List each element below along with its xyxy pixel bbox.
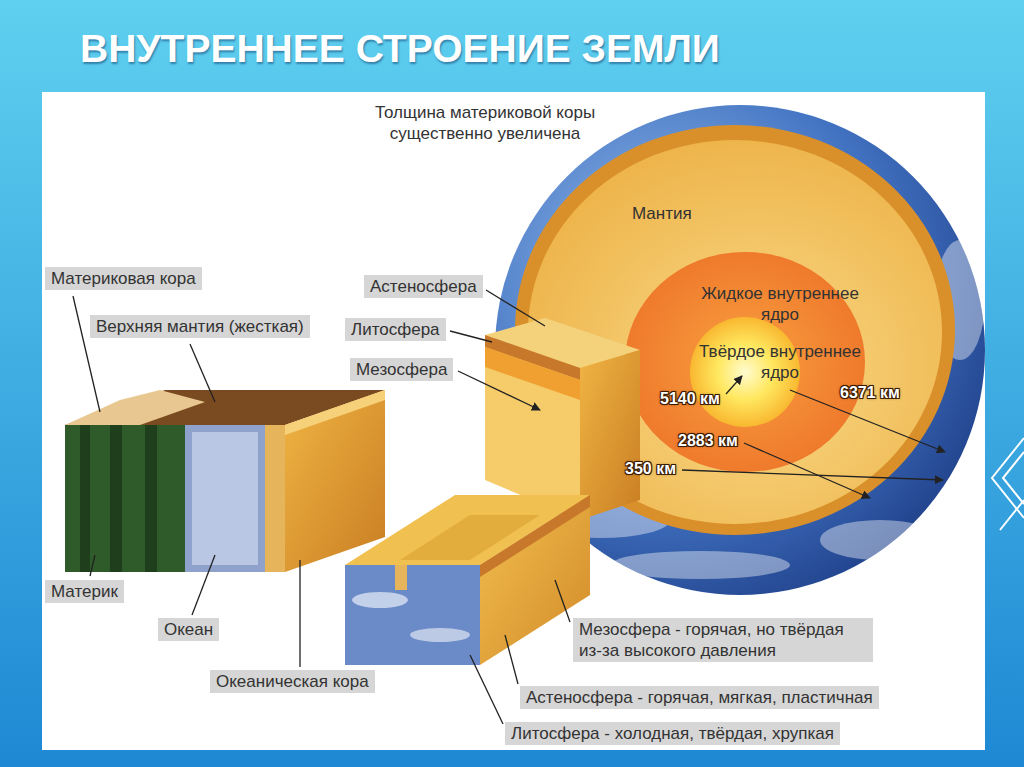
continent-face (65, 425, 185, 572)
dimension-label: 6371 км (840, 382, 900, 403)
block-side (285, 390, 385, 572)
leader-line (505, 635, 518, 684)
leader-line (299, 560, 300, 667)
part-label: Верхняя мантия (жесткая) (90, 315, 310, 338)
side-band (285, 390, 385, 435)
layer-label: Жидкое внутреннее ядро (690, 283, 870, 325)
dimension-label: 2883 км (678, 430, 738, 451)
part-label: Астеносфера (364, 275, 483, 298)
layer-notch (485, 318, 640, 520)
decor-line (1003, 452, 1024, 504)
dimension-arrow (726, 376, 742, 394)
leader-arrow (458, 371, 540, 410)
description-label: Астеносфера - горячая, мягкая, пластична… (520, 686, 879, 709)
slide-title: ВНУТРЕННЕЕ СТРОЕНИЕ ЗЕМЛИ (80, 26, 720, 72)
cut-face (515, 125, 955, 535)
cloud (820, 520, 940, 560)
ocean-face (345, 565, 480, 665)
leader-line (555, 580, 570, 622)
description-label: Литосфера - холодная, твёрдая, хрупкая (505, 722, 840, 745)
white-panel (42, 92, 985, 750)
asthenosphere-band (485, 347, 580, 400)
leader-line (486, 290, 545, 326)
ocean-face (185, 425, 265, 572)
part-label: Материк (45, 580, 124, 603)
description-label: Мезосфера - горячая, но твёрдая из-за вы… (573, 618, 873, 662)
leader-line (190, 344, 215, 402)
oceanic-block (345, 495, 590, 665)
part-label: Литосфера (345, 318, 446, 341)
note-text: Толщина материковой коры существенно уве… (335, 102, 635, 144)
notch-side (580, 350, 640, 520)
leader-line (450, 331, 492, 342)
part-label: Материковая кора (45, 267, 202, 290)
corner-decoration (992, 438, 1024, 530)
side-band (480, 495, 590, 577)
rock-stripe (80, 425, 90, 572)
cloud (610, 551, 790, 579)
ocean-glass (192, 432, 258, 565)
crust-layer (515, 125, 955, 535)
mantle-layer (528, 140, 942, 524)
continental-block (65, 390, 385, 572)
dimension-arrow (682, 470, 943, 480)
dimension-arrow (744, 443, 870, 498)
layer-label: Мантия (632, 203, 692, 224)
crust-top (65, 390, 205, 425)
ridge-notch (395, 565, 407, 590)
leader-line (73, 296, 100, 412)
leader-line (470, 655, 503, 724)
dimension-label: 5140 км (660, 388, 720, 409)
rock-stripe (145, 425, 157, 572)
oceanic-crust-face (265, 425, 285, 572)
dimension-label: 350 км (625, 458, 676, 479)
layer-label: Твёрдое внутреннее ядро (690, 341, 870, 383)
notch-front (485, 335, 580, 520)
part-label: Мезосфера (350, 358, 453, 381)
rock-stripe (110, 425, 122, 572)
decor-line (1000, 500, 1024, 530)
leader-lines (73, 290, 945, 724)
leader-line (192, 555, 215, 615)
part-label: Океан (158, 618, 219, 641)
part-label: Океаническая кора (210, 670, 375, 693)
cloud (352, 592, 408, 608)
leader-line (90, 555, 95, 576)
cloud (410, 628, 470, 642)
